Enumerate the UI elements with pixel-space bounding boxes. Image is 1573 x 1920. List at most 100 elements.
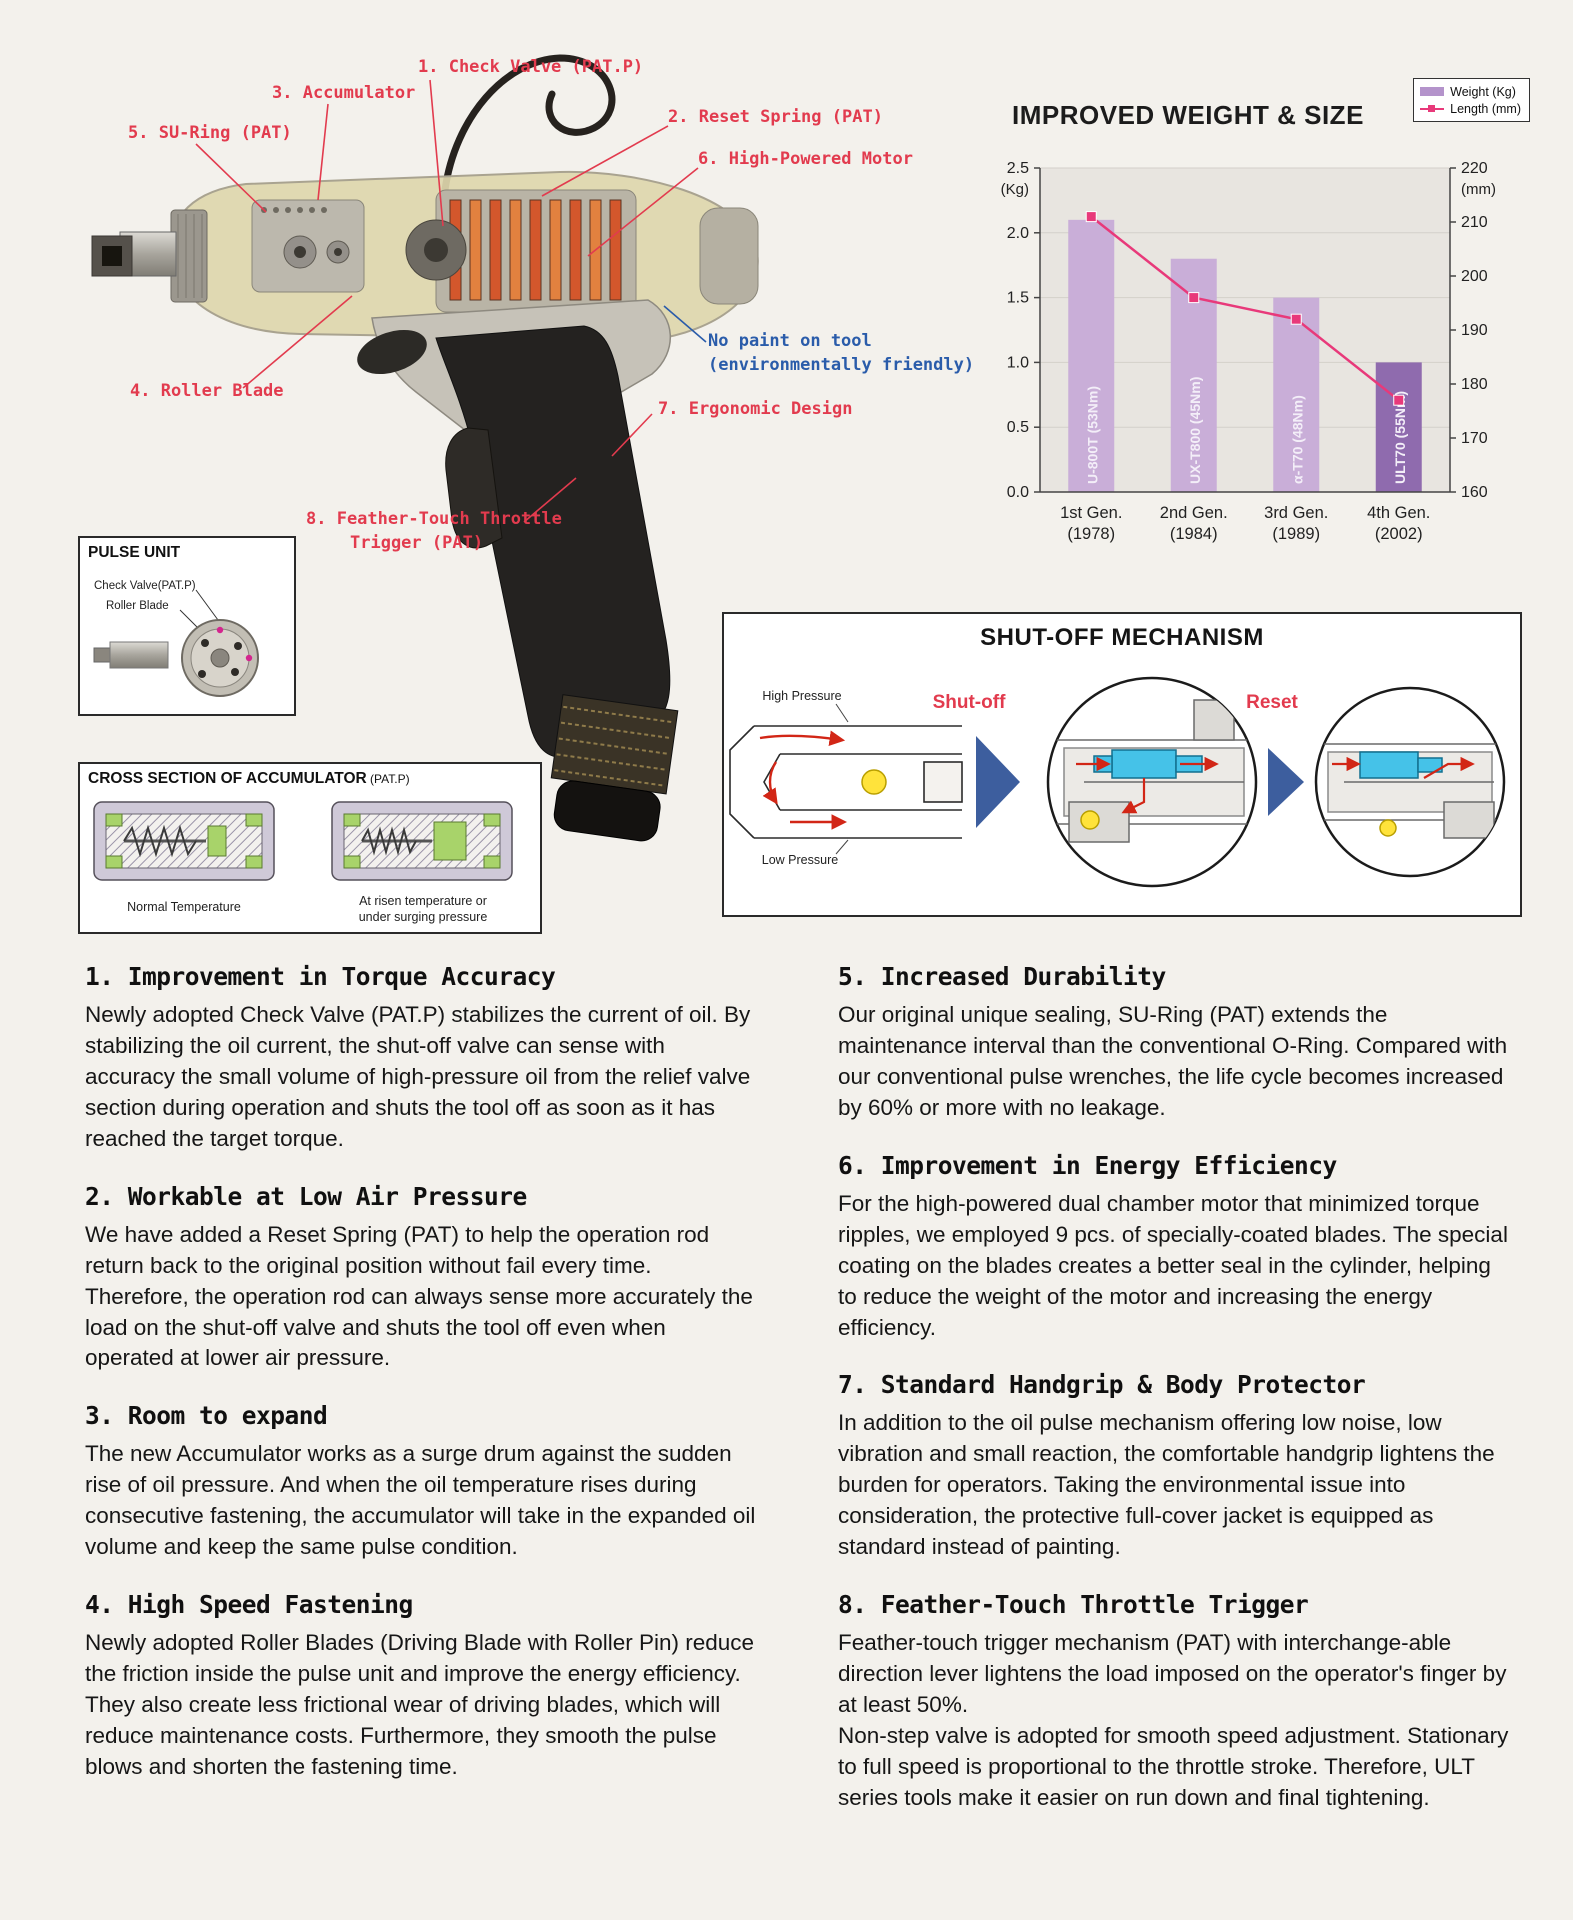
no-paint-leader-line — [663, 305, 707, 343]
cross-section-normal — [93, 801, 275, 881]
shutoff-state-diagram — [1046, 676, 1258, 888]
callout-no-paint: No paint on tool (environmentally friend… — [708, 330, 974, 378]
cross-section-title-text: CROSS SECTION OF ACCUMULATOR — [88, 770, 367, 787]
callout-text: (environmentally friendly) — [708, 354, 975, 375]
svg-text:U-800T (53Nm): U-800T (53Nm) — [1084, 386, 1100, 484]
section-title: 7. Standard Handgrip & Body Protector — [838, 1370, 1366, 1400]
callout-text: No paint on tool — [708, 331, 872, 351]
svg-text:α-T70 (48Nm): α-T70 (48Nm) — [1289, 395, 1305, 484]
stage-arrow-icon — [976, 736, 1020, 828]
svg-text:0.5: 0.5 — [1007, 419, 1029, 436]
legend-weight-label: Weight (Kg) — [1450, 84, 1516, 99]
high-pressure-label: High Pressure — [762, 689, 841, 703]
motor-shape — [405, 189, 637, 313]
cross-section-panel: CROSS SECTION OF ACCUMULATOR (PAT.P) — [78, 762, 542, 934]
svg-text:2nd Gen.: 2nd Gen. — [1160, 504, 1228, 522]
svg-text:(1978): (1978) — [1067, 525, 1115, 543]
left-column: 1. Improvement in Torque Accuracy Newly … — [85, 956, 760, 1814]
svg-text:170: 170 — [1461, 430, 1488, 447]
length-swatch-icon — [1420, 104, 1445, 113]
callout-reset-spring: 2. Reset Spring (PAT) — [668, 106, 883, 130]
section-body: In addition to the oil pulse mechanism o… — [838, 1410, 1495, 1560]
section-title: 6. Improvement in Energy Efficiency — [838, 1150, 1337, 1180]
section-increased-durability: 5. Increased Durability Our original uni… — [838, 962, 1513, 1124]
svg-text:1.0: 1.0 — [1007, 354, 1029, 371]
callout-motor: 6. High-Powered Motor — [698, 148, 913, 172]
shutoff-mechanism-title: SHUT-OFF MECHANISM — [980, 624, 1264, 651]
chart-title: IMPROVED WEIGHT & SIZE — [1012, 100, 1364, 130]
svg-text:UX-T800 (45Nm): UX-T800 (45Nm) — [1187, 377, 1203, 484]
square-drive-shape — [91, 209, 208, 303]
section-title: 5. Increased Durability — [838, 962, 1166, 991]
weight-swatch-icon — [1420, 87, 1445, 96]
right-column: 5. Increased Durability Our original uni… — [838, 956, 1513, 1814]
section-energy-efficiency: 6. Improvement in Energy Efficiency For … — [838, 1151, 1513, 1344]
svg-text:(Kg): (Kg) — [1001, 181, 1029, 198]
svg-text:(mm): (mm) — [1461, 181, 1496, 198]
section-handgrip-body-protector: 7. Standard Handgrip & Body Protector In… — [838, 1370, 1513, 1563]
section-body: Newly adopted Roller Blades (Driving Bla… — [85, 1630, 755, 1779]
chart-legend: Weight (Kg) Length (mm) — [1413, 78, 1530, 122]
svg-text:3rd Gen.: 3rd Gen. — [1264, 504, 1328, 522]
section-torque-accuracy: 1. Improvement in Torque Accuracy Newly … — [85, 962, 760, 1155]
cross-section-title: CROSS SECTION OF ACCUMULATOR (PAT.P) — [80, 764, 540, 788]
callout-leader-lines — [195, 79, 699, 523]
svg-text:160: 160 — [1461, 484, 1488, 501]
svg-text:1st Gen.: 1st Gen. — [1060, 504, 1122, 522]
callout-su-ring: 5. SU-Ring (PAT) — [128, 122, 292, 146]
cross-section-figures — [93, 801, 513, 881]
section-body: For the high-powered dual chamber motor … — [838, 1190, 1508, 1340]
rear-cap-shape — [699, 207, 759, 305]
weight-size-chart-panel: IMPROVED WEIGHT & SIZE Weight (Kg) Lengt… — [950, 78, 1532, 590]
section-body: Newly adopted Check Valve (PAT.P) stabil… — [85, 1002, 751, 1151]
svg-text:0.0: 0.0 — [1007, 484, 1029, 501]
pulse-unit-figure — [93, 589, 259, 697]
callout-text: 7. Ergonomic Design — [658, 399, 853, 419]
weight-size-chart: U-800T (53Nm)UX-T800 (45Nm)α-T70 (48Nm)U… — [1001, 160, 1496, 543]
callout-text: 4. Roller Blade — [130, 381, 284, 401]
callout-check-valve: 1. Check Valve (PAT.P) — [418, 56, 643, 80]
section-title: 4. High Speed Fastening — [85, 1590, 413, 1620]
callout-roller-blade: 4. Roller Blade — [130, 380, 284, 404]
svg-text:200: 200 — [1461, 268, 1488, 285]
svg-text:210: 210 — [1461, 214, 1488, 231]
svg-text:(1989): (1989) — [1272, 525, 1320, 543]
oil-indicator — [861, 769, 887, 795]
hanger-hook-shape — [441, 54, 616, 194]
svg-text:2.0: 2.0 — [1007, 225, 1029, 242]
callout-text: 6. High-Powered Motor — [698, 149, 913, 169]
pulse-wrench-illustration — [91, 54, 759, 842]
handle-shape — [435, 325, 679, 842]
cross-section-caption-normal: Normal Temperature — [127, 900, 241, 914]
cross-section-caption-risen: At risen temperature or under surging pr… — [358, 894, 488, 924]
section-title: 1. Improvement in Torque Accuracy — [85, 962, 556, 991]
legend-length-label: Length (mm) — [1450, 101, 1521, 116]
reset-state-label: Reset — [1246, 692, 1298, 713]
legend-weight-row: Weight (Kg) — [1420, 83, 1521, 100]
section-low-air-pressure: 2. Workable at Low Air Pressure We have … — [85, 1182, 760, 1375]
callout-accumulator: 3. Accumulator — [272, 82, 415, 106]
pulse-unit-roller-blade-label: Roller Blade — [106, 600, 169, 612]
feature-text-columns: 1. Improvement in Torque Accuracy Newly … — [85, 956, 1513, 1814]
shutoff-state-label: Shut-off — [933, 692, 1006, 713]
callout-text: 1. Check Valve (PAT.P) — [418, 57, 644, 77]
section-body: The new Accumulator works as a surge dru… — [85, 1441, 756, 1560]
section-body: We have added a Reset Spring (PAT) to he… — [85, 1221, 753, 1371]
svg-text:4th Gen.: 4th Gen. — [1367, 504, 1430, 522]
section-body: Our original unique sealing, SU-Ring (PA… — [838, 1002, 1508, 1120]
callout-text: 2. Reset Spring (PAT) — [668, 107, 883, 127]
section-body: Feather-touch trigger mechanism (PAT) wi… — [838, 1630, 1509, 1810]
svg-text:220: 220 — [1461, 160, 1488, 177]
section-title: 2. Workable at Low Air Pressure — [85, 1181, 527, 1211]
callout-text: 8. Feather-Touch Throttle — [306, 509, 562, 529]
flow-arrows — [759, 730, 848, 830]
svg-text:(1984): (1984) — [1170, 525, 1218, 543]
shutoff-mechanism-figure: High Pressure Low Pressure Shut-off Rese… — [729, 676, 1506, 888]
callout-text: Trigger (PAT) — [350, 532, 484, 553]
callout-throttle-trigger: 8. Feather-Touch Throttle Trigger (PAT) — [306, 508, 562, 556]
trigger-shape — [445, 427, 503, 549]
section-feather-touch-trigger: 8. Feather-Touch Throttle Trigger Feathe… — [838, 1590, 1513, 1814]
cross-section-patp: (PAT.P) — [366, 772, 410, 786]
svg-text:(2002): (2002) — [1375, 525, 1423, 543]
shutoff-mechanism-panel: SHUT-OFF MECHANISM High Pressure — [722, 612, 1522, 917]
